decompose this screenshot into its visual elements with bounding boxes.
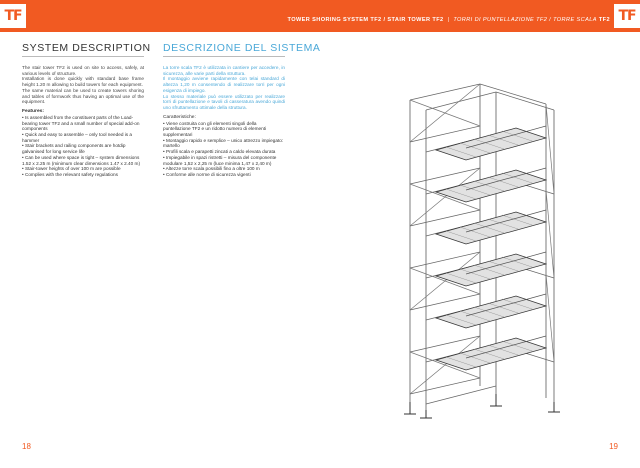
heading-divider	[22, 56, 144, 57]
list-item: • Can be used where space is tight – sys…	[22, 154, 141, 166]
italian-features-title: Caratteristiche:	[163, 114, 196, 120]
list-item: • Complies with the relevant safety regu…	[22, 171, 118, 177]
list-item: • Montaggio rapido e semplice – unico at…	[163, 137, 284, 149]
italian-features-list: • Viene costruita con gli elementi singo…	[163, 121, 285, 178]
italian-column: DESCRIZIONE DEL SISTEMA La torre scala T…	[163, 42, 321, 178]
english-paragraph: The stair tower TF2 is used on site to a…	[22, 65, 144, 76]
header-title-suffix: TF2	[598, 17, 610, 23]
english-column: SYSTEM DESCRIPTION The stair tower TF2 i…	[22, 42, 151, 178]
handrails	[465, 125, 547, 359]
list-item: • Quick and easy to assemble – only tool…	[22, 132, 133, 143]
italian-heading: DESCRIZIONE DEL SISTEMA	[163, 42, 321, 54]
italian-paragraph: La torre scala TF2 è utilizzata in canti…	[163, 65, 285, 76]
brand-logo-left: TF	[0, 4, 26, 28]
header-title-separator: |	[447, 17, 450, 23]
list-item: • Stair-tower heights of over 100 m are …	[22, 166, 121, 172]
italian-paragraph: Il montaggio avviene rapidamente con tel…	[163, 76, 285, 93]
english-features-list: • Is assembled from the constituent part…	[22, 115, 144, 178]
english-features-title: Features:	[22, 108, 45, 114]
list-item: • Impiegabile in spazi ristretti – misur…	[163, 154, 277, 166]
header-title-english: TOWER SHORING SYSTEM TF2 / STAIR TOWER T…	[287, 17, 444, 23]
stair-flights	[434, 127, 548, 371]
stair-tower-drawing	[404, 83, 560, 419]
list-item: • Profili scala e parapetti zincati a ca…	[163, 149, 276, 155]
list-item: • Stair brackets and railing components …	[22, 143, 126, 155]
stair-treads	[445, 130, 533, 368]
header-bar: TF TOWER SHORING SYSTEM TF2 / STAIR TOWE…	[0, 0, 640, 32]
english-heading: SYSTEM DESCRIPTION	[22, 42, 151, 54]
list-item: • Viene costruita con gli elementi singo…	[163, 120, 267, 138]
brand-logo-mark: TF	[618, 8, 636, 24]
page-number-right: 19	[609, 442, 618, 451]
header-title: TOWER SHORING SYSTEM TF2 / STAIR TOWER T…	[288, 0, 611, 32]
list-item: • Is assembled from the constituent part…	[22, 114, 140, 132]
italian-paragraph: Lo stesso materiale può essere utilizzat…	[163, 93, 285, 110]
english-paragraph: The same material can be used to create …	[22, 87, 144, 105]
english-paragraph: Installation is done quickly with standa…	[22, 76, 144, 88]
list-item: • Altezze torre scala possibili fino a o…	[163, 166, 260, 172]
list-item: • Conforme alle norme di sicurezza vigen…	[163, 171, 251, 177]
header-title-italian: TORRI DI PUNTELLAZIONE TF2 / TORRE SCALA	[453, 17, 597, 23]
heading-divider	[163, 56, 285, 57]
brand-logo-right: TF	[614, 4, 640, 28]
brand-logo-mark: TF	[4, 8, 22, 24]
page-number-left: 18	[22, 442, 31, 451]
base-jacks	[404, 394, 560, 419]
